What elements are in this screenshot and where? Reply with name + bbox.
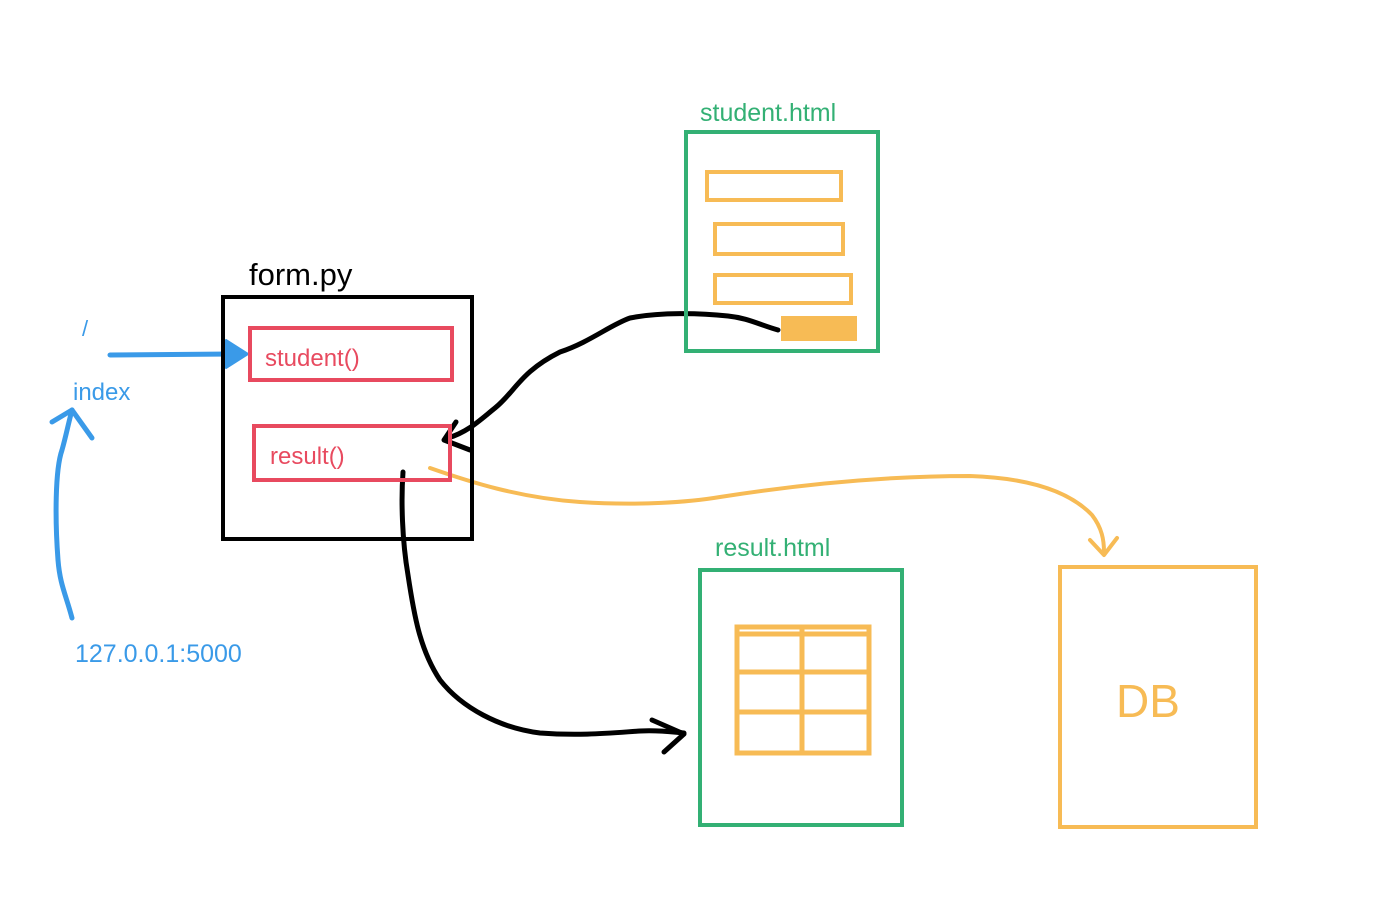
student-template-box bbox=[684, 130, 880, 353]
form-py-module-box bbox=[221, 295, 474, 541]
form-input-field bbox=[705, 170, 843, 202]
form-input-field bbox=[713, 273, 853, 305]
route-arrowhead bbox=[225, 339, 249, 369]
result-template-box bbox=[698, 568, 904, 827]
route-arrow bbox=[107, 351, 235, 358]
submit-arrow bbox=[445, 311, 781, 441]
submit-arrowhead bbox=[441, 419, 473, 453]
student-template-title: student.html bbox=[700, 99, 837, 127]
result-function-label: result() bbox=[270, 443, 345, 470]
route-index-label: index bbox=[73, 379, 131, 406]
db-write-arrow bbox=[428, 466, 1106, 554]
request-arrowhead bbox=[49, 407, 95, 441]
student-function-box bbox=[248, 326, 454, 382]
student-function-label: student() bbox=[265, 345, 360, 372]
db-write-arrowhead bbox=[1088, 536, 1119, 557]
form-submit-button bbox=[781, 316, 857, 341]
render-arrowhead bbox=[649, 717, 687, 755]
route-slash-label: / bbox=[82, 316, 89, 341]
request-arrow bbox=[53, 407, 75, 621]
module-title: form.py bbox=[249, 257, 353, 292]
server-address-label: 127.0.0.1:5000 bbox=[75, 640, 242, 668]
result-template-title: result.html bbox=[715, 534, 831, 562]
database-label: DB bbox=[1116, 675, 1180, 727]
result-function-box bbox=[252, 424, 452, 482]
render-arrow bbox=[399, 469, 687, 737]
result-table-grid bbox=[734, 624, 872, 756]
database-box bbox=[1058, 565, 1258, 829]
form-input-field bbox=[713, 222, 845, 256]
